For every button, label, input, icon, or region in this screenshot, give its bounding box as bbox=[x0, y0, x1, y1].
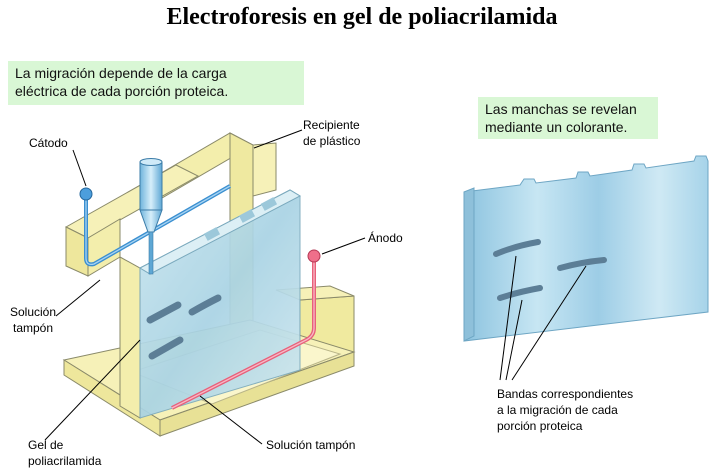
migration-note-line-1: La migración depende de la carga bbox=[15, 65, 227, 81]
stained-gel bbox=[463, 155, 709, 342]
sample-pipette bbox=[139, 158, 163, 275]
bands-label-line-3: porción proteica bbox=[497, 419, 583, 433]
buffer-label-left-line-1: Solución bbox=[9, 305, 57, 319]
migration-note-line-2: eléctrica de cada porción proteica. bbox=[15, 83, 229, 99]
gel-label-line-1: Gel de bbox=[28, 438, 64, 452]
band-2 bbox=[188, 294, 222, 316]
page-title: Electroforesis en gel de poliacrilamida bbox=[166, 4, 558, 30]
bands-label: Bandas correspondientes a la migración d… bbox=[497, 386, 633, 434]
stained-band-3 bbox=[557, 257, 607, 271]
stain-note-line-2: mediante un colorante. bbox=[485, 119, 628, 135]
cathode-label: Cátodo bbox=[29, 136, 68, 150]
stained-band-2 bbox=[497, 285, 543, 301]
band-1 bbox=[146, 301, 182, 324]
buffer-label-left-line-2: tampón bbox=[12, 321, 54, 335]
buffer-label-left: Solución tampón bbox=[4, 304, 62, 336]
bands-label-line-1: Bandas correspondientes bbox=[497, 387, 634, 401]
polyacrylamide-gel bbox=[138, 189, 302, 419]
stain-note-line-1: Las manchas se revelan bbox=[485, 101, 637, 117]
container-label: Recipiente de plástico bbox=[303, 117, 360, 149]
gel-label-line-2: poliacrilamida bbox=[28, 454, 102, 468]
anode-electrode bbox=[171, 249, 321, 410]
band-3 bbox=[148, 336, 184, 360]
container-label-line-2: de plástico bbox=[303, 134, 361, 148]
stain-note: Las manchas se revelan mediante un color… bbox=[478, 97, 658, 139]
gel-label: Gel de poliacrilamida bbox=[28, 437, 101, 469]
cathode-electrode bbox=[79, 184, 231, 267]
anode-label: Ánodo bbox=[368, 231, 403, 245]
bands-label-line-2: a la migración de cada bbox=[497, 403, 618, 417]
container-label-line-1: Recipiente bbox=[303, 118, 360, 132]
leader-lines bbox=[44, 129, 587, 445]
buffer-label-bottom: Solución tampón bbox=[266, 438, 356, 452]
migration-note: La migración depende de la carga eléctri… bbox=[8, 61, 304, 105]
stained-band-1 bbox=[493, 239, 541, 257]
